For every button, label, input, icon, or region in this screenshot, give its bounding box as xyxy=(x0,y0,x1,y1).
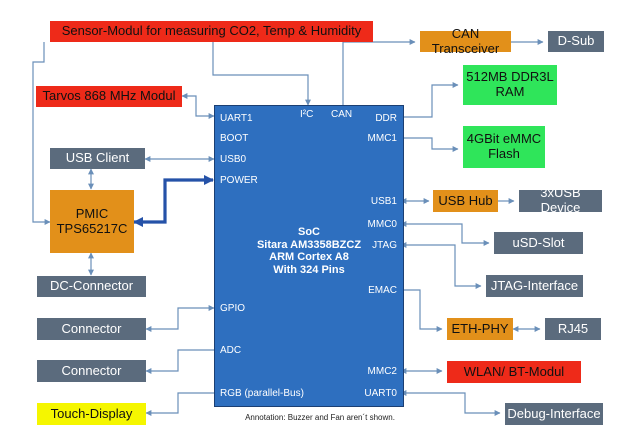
can-transceiver: CAN Transceiver xyxy=(420,26,511,55)
pin-gpio: GPIO xyxy=(220,303,246,314)
wire-adc-connector xyxy=(145,349,214,374)
usb-client: USB Client xyxy=(50,148,145,169)
annotation-note: Annotation: Buzzer and Fan aren´t shown. xyxy=(245,413,395,422)
pin-power: POWER xyxy=(220,175,258,186)
touch-display: Touch-Display xyxy=(37,403,146,425)
wire-sensor-pmic xyxy=(32,42,51,225)
wire-mmc1-emmc xyxy=(401,137,459,152)
pin-mmc1: MMC1 xyxy=(367,133,397,144)
rj45: RJ45 xyxy=(545,318,601,340)
emmc-flash: 4GBit eMMC Flash xyxy=(463,126,545,168)
wire-mmc0-usd xyxy=(400,221,490,246)
wire-uart0-debug xyxy=(400,390,501,416)
pin-can: CAN xyxy=(331,109,353,120)
pin-adc: ADC xyxy=(220,345,242,356)
pin-usb0: USB0 xyxy=(220,154,247,165)
usb-hub: USB Hub xyxy=(433,190,498,212)
sensor-module: Sensor-Modul for measuring CO2, Temp & H… xyxy=(50,21,373,42)
pin-emac: EMAC xyxy=(368,285,397,296)
wire-rgb-display xyxy=(145,392,214,416)
wlan-bt-module: WLAN/ BT-Modul xyxy=(447,361,581,383)
debug-interface: Debug-Interface xyxy=(505,403,603,425)
jtag-interface: JTAG-Interface xyxy=(486,275,583,297)
wire-pmic-power xyxy=(132,174,215,228)
pin-ddr: DDR xyxy=(375,113,397,124)
wire-emac-ethphy xyxy=(401,289,443,332)
pin-boot: BOOT xyxy=(220,133,249,144)
connector-adc: Connector xyxy=(37,360,146,382)
wire-jtag-interface xyxy=(400,242,482,289)
pmic: PMIC TPS65217C xyxy=(50,190,134,253)
soc-block: UART1 I²C CAN DDR BOOT MMC1 USB0 POWER U… xyxy=(214,105,404,407)
dc-connector: DC-Connector xyxy=(37,276,146,297)
eth-phy: ETH-PHY xyxy=(447,318,513,340)
pin-mmc0: MMC0 xyxy=(367,219,397,230)
usb-device: 3xUSB Device xyxy=(519,185,602,215)
wire-sensor-i2c xyxy=(212,42,311,106)
pin-uart0: UART0 xyxy=(364,388,397,399)
pin-jtag: JTAG xyxy=(372,240,397,251)
pin-uart1: UART1 xyxy=(220,113,253,124)
wire-tarvos-uart1 xyxy=(181,93,215,119)
pin-usb1: USB1 xyxy=(370,196,397,207)
wire-ddr-ram xyxy=(401,82,459,118)
pin-mmc2: MMC2 xyxy=(367,366,397,377)
connector-gpio: Connector xyxy=(37,318,146,340)
usd-slot: uSD-Slot xyxy=(494,232,583,254)
dsub: D-Sub xyxy=(548,31,604,52)
pin-rgb: RGB (parallel-Bus) xyxy=(220,388,304,399)
soc-title: SoC Sitara AM3358BZCZ ARM Cortex A8 With… xyxy=(256,226,362,276)
ram: 512MB DDR3L RAM xyxy=(463,65,557,105)
tarvos-module: Tarvos 868 MHz Modul xyxy=(36,86,182,107)
wire-can-transceiver xyxy=(342,39,416,105)
pin-i2c: I²C xyxy=(300,109,314,120)
wire-gpio-connector xyxy=(145,305,215,332)
